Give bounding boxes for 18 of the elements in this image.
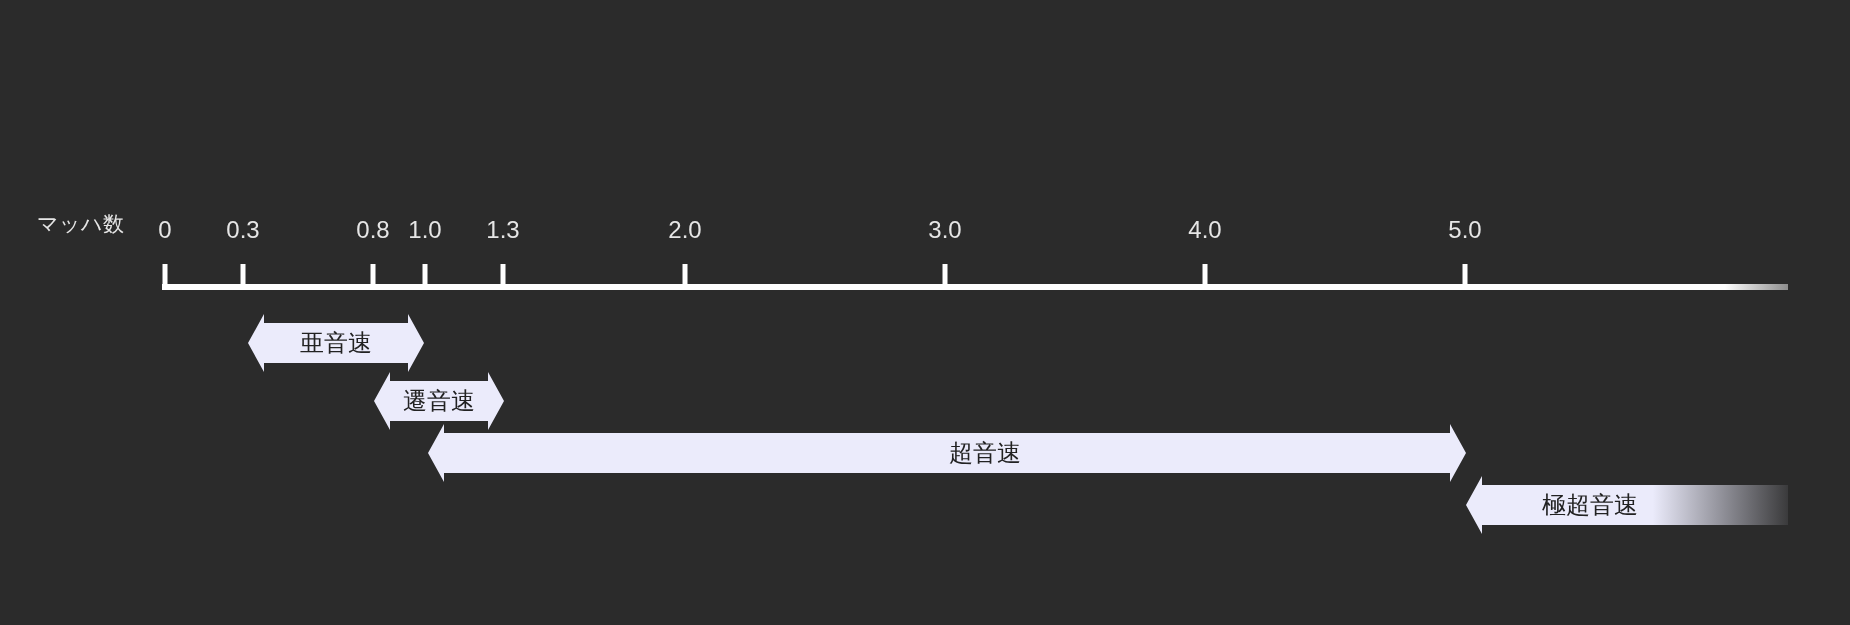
tick-label: 5.0 [1448,217,1482,242]
speed-range-band [248,314,424,372]
tick-label: 0.8 [356,217,390,242]
tick-label: 1.0 [408,217,442,242]
range-label: 極超音速 [1542,491,1638,519]
axis-title: マッハ数 [37,212,124,236]
range-label: 遷音速 [403,387,475,415]
tick-label: 3.0 [928,217,962,242]
speed-range-band [374,372,504,430]
range-label: 亜音速 [300,329,372,357]
tick-label: 0 [158,217,172,242]
range-label: 超音速 [949,439,1021,467]
tick-label: 1.3 [486,217,520,242]
speed-range-band [1466,476,1788,534]
tick-label: 2.0 [668,217,702,242]
tick-label: 0.3 [226,217,260,242]
speed-range-band [428,424,1466,482]
tick-label: 4.0 [1188,217,1222,242]
